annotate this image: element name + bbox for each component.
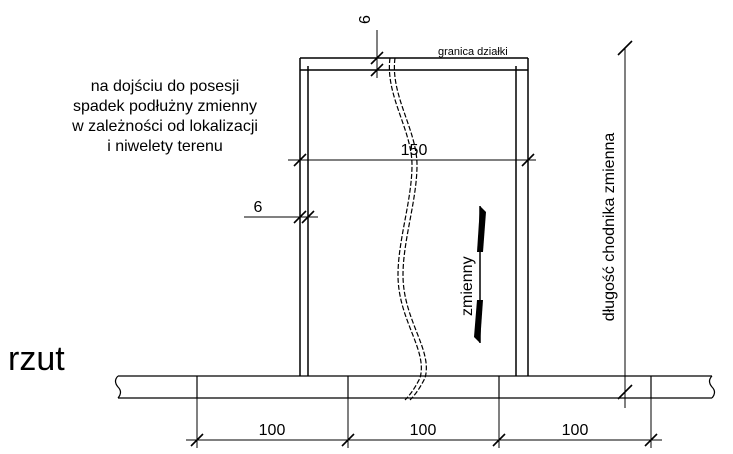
length-dimension: długość chodnika zmienna <box>601 40 633 408</box>
bottom-dim-2: 100 <box>410 422 437 439</box>
top-offset-dimension: 6 <box>357 15 384 78</box>
length-label: długość chodnika zmienna <box>601 133 618 322</box>
slope-direction-symbol: zmienny <box>459 206 486 343</box>
width-dimension: 150 <box>288 142 536 167</box>
break-line <box>388 57 427 401</box>
curb-thickness-value: 6 <box>254 199 263 216</box>
page-title: rzut <box>8 340 65 378</box>
top-offset-value: 6 <box>357 15 374 24</box>
bottom-dim-1: 100 <box>259 422 286 439</box>
slope-arrow-up-icon <box>477 206 486 252</box>
note-line-1: na dojściu do posesji <box>91 78 240 95</box>
bottom-dim-3: 100 <box>562 422 589 439</box>
note-text: na dojściu do posesji spadek podłużny zm… <box>71 78 258 155</box>
walkway-outline <box>299 57 529 376</box>
slope-arrow-down-icon <box>474 300 483 343</box>
width-value: 150 <box>401 142 428 159</box>
note-line-4: i niwelety terenu <box>107 138 223 155</box>
slope-label: zmienny <box>459 256 476 316</box>
note-line-2: spadek podłużny zmienny <box>73 98 257 115</box>
bottom-dimensions: 100 100 100 <box>186 398 662 448</box>
note-line-3: w zależności od lokalizacji <box>71 118 258 135</box>
property-boundary-label: granica działki <box>438 46 508 58</box>
curb-strip <box>114 375 716 399</box>
curb-thickness-dimension: 6 <box>244 199 318 224</box>
